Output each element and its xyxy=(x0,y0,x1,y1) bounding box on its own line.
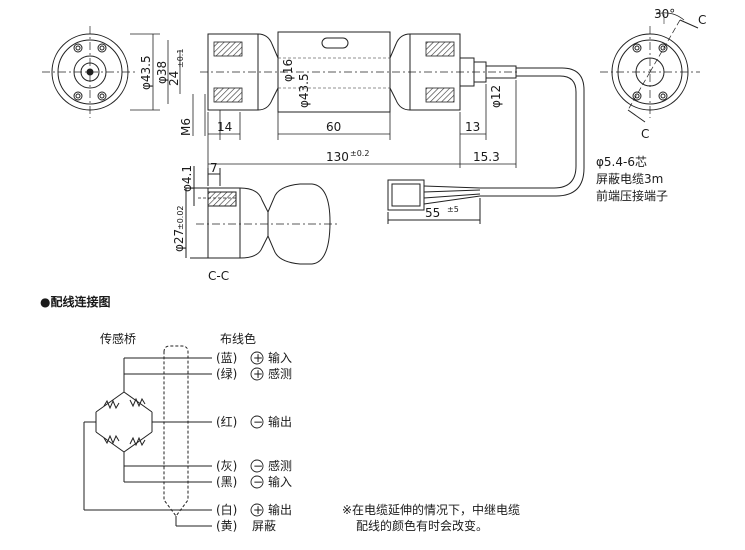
dim-w55-tol: ±5 xyxy=(447,205,459,214)
dim-d24: 24 xyxy=(167,71,181,86)
wire-sign: + xyxy=(253,351,263,365)
dim-w130-tol: ±0.2 xyxy=(350,149,369,158)
wire-sign: + xyxy=(253,503,263,517)
wire-color: (黑) xyxy=(216,475,237,489)
dim-d16: φ16 xyxy=(281,59,295,82)
dim-w7: 7 xyxy=(210,161,218,175)
dim-d43-5-left: φ43.5 xyxy=(139,55,153,90)
cable-note-line-2: 屏蔽电缆3m xyxy=(596,172,663,186)
threaded-holes xyxy=(213,41,455,103)
minus-icon xyxy=(250,459,264,473)
wire-color: (白) xyxy=(216,502,237,517)
plus-icon xyxy=(250,503,264,517)
wire-sign: + xyxy=(253,367,263,381)
left-end-view xyxy=(42,26,138,118)
wire-row: (黑) − 输入 xyxy=(216,474,292,489)
wire-row: (绿) + 感测 xyxy=(216,366,292,381)
wiring-note-line-2: 配线的颜色有时会改变。 xyxy=(356,518,488,533)
dim-d24-tol: ±0.1 xyxy=(176,49,185,68)
wire-row: (红) − 输出 xyxy=(216,414,292,429)
wire-function: 输出 xyxy=(268,414,292,429)
wire-sign: − xyxy=(253,459,263,473)
wire-function: 输入 xyxy=(268,350,292,365)
wire-row: (灰) − 感测 xyxy=(216,458,292,473)
dim-d38: φ38 xyxy=(155,61,169,84)
plus-icon xyxy=(250,367,264,381)
wire-color-header: 布线色 xyxy=(220,332,256,346)
dim-d27: φ27 xyxy=(172,229,186,252)
dim-angle-30: 30° xyxy=(654,7,675,21)
bridge-circuit xyxy=(83,345,212,527)
wire-color: (红) xyxy=(216,414,237,429)
wiring-note-line-1: ※在电缆延伸的情况下，中继电缆 xyxy=(342,502,520,517)
plus-icon xyxy=(250,351,264,365)
wire-row: (黄) 屏蔽 xyxy=(216,519,276,533)
section-label-cc: C-C xyxy=(208,269,229,283)
wire-function: 输入 xyxy=(268,474,292,489)
wire-color: (绿) xyxy=(216,366,237,381)
section-mark-c-bottom: C xyxy=(641,127,649,141)
cable-note-line-1: φ5.4-6芯 xyxy=(596,155,647,169)
dim-w14: 14 xyxy=(217,120,232,134)
main-body xyxy=(200,31,520,113)
section-mark-c-top: C xyxy=(698,13,706,27)
wire-function: 输出 xyxy=(268,502,292,517)
wire-sign: − xyxy=(253,415,263,429)
horizontal-dims xyxy=(207,80,517,168)
right-end-view xyxy=(600,12,700,123)
dim-d43-5-mid: φ43.5 xyxy=(297,73,311,108)
wire-function: 感测 xyxy=(268,458,292,473)
wire-color: (灰) xyxy=(216,459,237,473)
cable xyxy=(480,67,585,197)
left-vertical-dims xyxy=(130,33,221,140)
wire-sign: − xyxy=(253,475,263,489)
minus-icon xyxy=(250,415,264,429)
minus-icon xyxy=(250,475,264,489)
wire-list: (蓝) + 输入 (绿) + 感测 (红) − 输出 (灰) − 感测 (黑) … xyxy=(216,350,292,533)
cable-note-line-3: 前端压接端子 xyxy=(596,188,668,203)
dim-d27-tol: ±0.02 xyxy=(176,205,185,230)
dim-w55: 55 xyxy=(425,206,440,220)
wire-function: 感测 xyxy=(268,366,292,381)
dim-d12: φ12 xyxy=(489,85,503,108)
wire-row: (蓝) + 输入 xyxy=(216,350,292,365)
terminal-connector xyxy=(387,179,481,224)
wire-row: (白) + 输出 xyxy=(216,502,292,517)
wire-color: (蓝) xyxy=(216,351,237,365)
dim-w130: 130 xyxy=(326,150,349,164)
wiring-title: ●配线连接图 xyxy=(40,294,110,309)
dim-w60: 60 xyxy=(326,120,341,134)
wire-function: 屏蔽 xyxy=(252,519,276,533)
dim-m6: M6 xyxy=(179,118,193,136)
dim-w15-3: 15.3 xyxy=(473,150,500,164)
dim-d4-1: φ4.1 xyxy=(180,165,194,192)
bridge-label: 传感桥 xyxy=(100,331,136,346)
dim-w13: 13 xyxy=(465,120,480,134)
wire-color: (黄) xyxy=(216,519,237,533)
section-cc-view xyxy=(185,166,338,265)
